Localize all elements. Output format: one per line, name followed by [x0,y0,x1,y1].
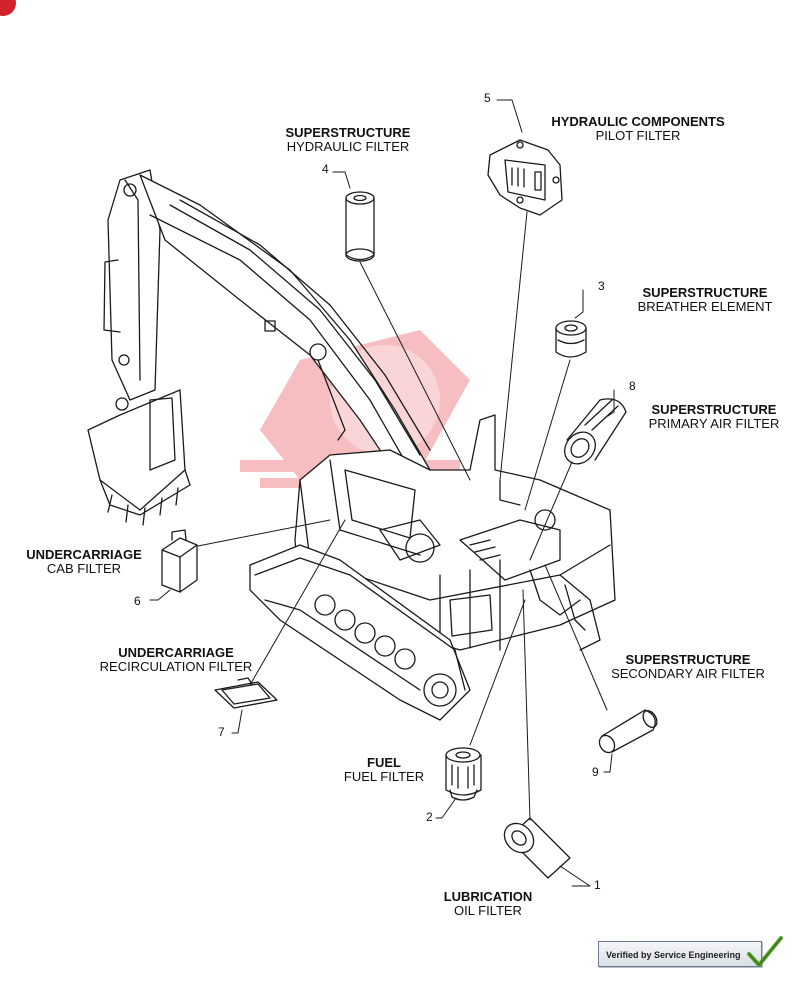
cab-filter-part [161,529,198,593]
label-pilot-filter: HYDRAULIC COMPONENTS PILOT FILTER [533,115,743,143]
category-text: HYDRAULIC COMPONENTS [551,114,725,129]
recirculation-filter-part [214,677,278,709]
label-breather-element: SUPERSTRUCTURE BREATHER ELEMENT [620,286,790,314]
pilot-filter-part [487,139,563,216]
callout-number-6: 6 [134,594,141,608]
breather-element-part [555,320,587,358]
corner-logo [0,0,16,16]
part-name: FUEL FILTER [343,769,425,784]
fuel-filter-part [445,747,482,801]
leader-lines [149,99,615,887]
category-text: SUPERSTRUCTURE [625,652,751,667]
check-mark-icon [747,936,783,967]
callout-number-3: 3 [598,279,605,293]
primary-air-filter-part [564,398,627,465]
category-text: SUPERSTRUCTURE [651,402,777,417]
part-name: HYDRAULIC FILTER [286,139,410,154]
category-text: SUPERSTRUCTURE [285,125,411,140]
part-name: PRIMARY AIR FILTER [648,416,780,431]
excavator-arm [103,169,161,411]
label-primary-air-filter: SUPERSTRUCTURE PRIMARY AIR FILTER [633,403,795,431]
hydraulic-filter-part [345,191,375,262]
category-text: SUPERSTRUCTURE [642,285,768,300]
label-recirculation-filter: UNDERCARRIAGE RECIRCULATION FILTER [86,646,266,674]
callout-number-4: 4 [322,162,329,176]
category-text: UNDERCARRIAGE [118,645,234,660]
part-name: OIL FILTER [454,903,522,918]
label-oil-filter: LUBRICATION OIL FILTER [428,890,548,918]
part-name: SECONDARY AIR FILTER [611,666,765,681]
bucket [87,389,191,526]
callout-number-9: 9 [592,765,599,779]
part-name: PILOT FILTER [595,128,681,143]
label-secondary-air-filter: SUPERSTRUCTURE SECONDARY AIR FILTER [598,653,778,681]
secondary-air-filter-part [598,709,658,754]
callout-number-1: 1 [594,878,601,892]
category-text: FUEL [367,755,401,770]
callout-number-8: 8 [629,379,636,393]
callout-number-2: 2 [426,810,433,824]
category-text: UNDERCARRIAGE [26,547,142,562]
label-fuel-filter: FUEL FUEL FILTER [331,756,437,784]
callout-number-7: 7 [218,725,225,739]
part-name: RECIRCULATION FILTER [99,659,253,674]
label-hydraulic-filter: SUPERSTRUCTURE HYDRAULIC FILTER [268,126,428,154]
verified-badge-text: Verified by Service Engineering [606,950,741,960]
part-name: BREATHER ELEMENT [637,299,773,314]
oil-filter-part [503,817,571,879]
excavator-boom [139,174,431,481]
part-name: CAB FILTER [46,561,122,576]
verified-badge: Verified by Service Engineering [598,941,762,967]
category-text: LUBRICATION [443,889,533,904]
callout-number-5: 5 [484,91,491,105]
label-cab-filter: UNDERCARRIAGE CAB FILTER [14,548,154,576]
